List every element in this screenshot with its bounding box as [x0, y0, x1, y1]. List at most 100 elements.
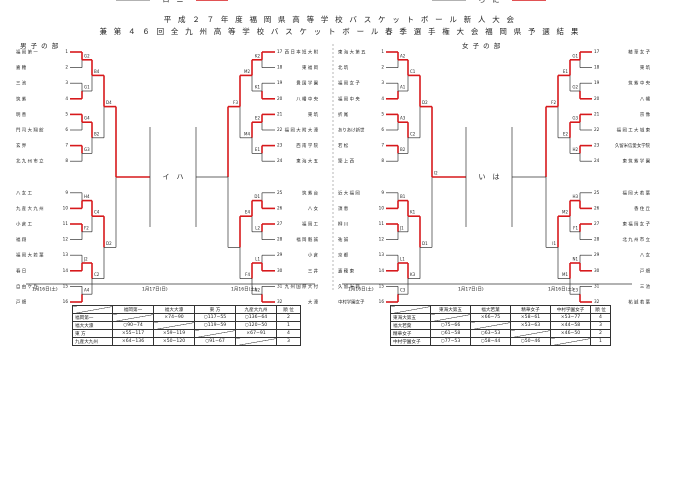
team-name: 八 女 — [308, 205, 319, 212]
document-subtitle: 兼 第 ４ ６ 回 全 九 州 高 等 学 校 バ ス ケ ッ ト ボ ー ル … — [99, 27, 581, 36]
team-name: 大 濠 — [308, 299, 319, 306]
team-name: 北 筑 — [338, 64, 349, 71]
team-name: 近 大 福 岡 — [338, 189, 360, 196]
seed-number: 25 — [594, 190, 600, 195]
team-name: 中村学園女子 — [338, 299, 365, 306]
score-cell — [510, 329, 551, 338]
rank-cell: 3 — [590, 321, 611, 330]
match-code: E3 — [573, 288, 579, 293]
seed-number: 9 — [381, 190, 384, 195]
seed-number: 16 — [379, 299, 385, 304]
team-name: 若 松 — [338, 142, 349, 149]
seed-number: 24 — [594, 158, 600, 163]
match-code: G2 — [84, 53, 90, 58]
seed-number: 29 — [594, 252, 600, 257]
match-code: I1 — [552, 241, 556, 246]
seed-number: 32 — [277, 299, 283, 304]
score-cell: ×74−90 — [153, 313, 195, 322]
seed-number: 23 — [594, 143, 600, 148]
seed-number: 20 — [277, 96, 283, 101]
center-letter: イ — [163, 173, 170, 181]
match-code: K1 — [410, 210, 416, 215]
team-name: 福 岡 工 — [302, 221, 319, 228]
match-code: L2 — [255, 225, 260, 230]
match-code: A3 — [400, 116, 406, 121]
team-name: 八 幡 中 央 — [296, 95, 318, 102]
rank-cell: 4 — [590, 313, 611, 322]
team-name: 筑 紫 — [16, 95, 27, 102]
match-code: C3 — [400, 288, 406, 293]
team-name: 須 恵 — [338, 205, 349, 212]
seed-number: 12 — [379, 237, 385, 242]
rank-cell: 4 — [276, 329, 301, 338]
team-name: 福 岡 第 一 — [16, 49, 38, 56]
team-name: 玄 界 — [16, 142, 27, 149]
match-code: A4 — [84, 288, 90, 293]
boys-section-label: 男 子 の 部 — [20, 42, 60, 50]
match-code: E1 — [255, 147, 261, 152]
center-letter: に — [493, 0, 500, 4]
boys-results-table: 福岡第一福大大濠東 方九産大九州順 位福岡第一×74−90○117−55○136… — [72, 305, 301, 346]
match-code: L1 — [400, 257, 405, 262]
match-code: D1 — [422, 241, 428, 246]
seed-number: 11 — [63, 221, 69, 226]
seed-number: 26 — [594, 205, 600, 210]
table-header-cell: 精華女子 — [510, 305, 551, 314]
seed-number: 19 — [277, 80, 283, 85]
score-cell: ○90−74 — [112, 321, 154, 330]
date-label: 1月16日(土) — [348, 286, 374, 293]
team-name: 三 井 — [308, 267, 319, 274]
team-name: 柳 川 — [338, 221, 348, 228]
team-name: 筑 紫 台 — [302, 189, 319, 196]
score-cell: ○61−58 — [430, 329, 471, 338]
score-cell: ×50−120 — [153, 337, 195, 346]
score-cell: ○91−67 — [194, 337, 236, 346]
team-name: 九 産 大 九 州 — [16, 205, 44, 212]
team-name: 八 幡 — [640, 95, 651, 102]
match-code: D2 — [106, 241, 112, 246]
seed-number: 14 — [379, 268, 385, 273]
seed-number: 31 — [277, 283, 283, 288]
score-cell: ○63−53 — [470, 329, 511, 338]
score-cell: ×64−136 — [112, 337, 154, 346]
seed-number: 29 — [277, 252, 283, 257]
match-code: H4 — [84, 194, 90, 199]
seed-number: 27 — [277, 221, 283, 226]
rank-cell: 3 — [276, 337, 301, 346]
table-header-cell: 中村学園女子 — [550, 305, 591, 314]
score-cell — [430, 313, 471, 322]
center-letter: い — [479, 173, 486, 181]
girls-section-label: 女 子 の 部 — [462, 42, 502, 50]
girls-results-table: 東海大第五福大若葉精華女子中村学園女子順 位東海大第五×66−75×58−61×… — [390, 305, 611, 346]
table-header-cell — [72, 305, 113, 314]
table-header-row: 東海大第五福大若葉精華女子中村学園女子順 位 — [390, 305, 611, 314]
team-name: 折 尾 — [338, 111, 349, 118]
seed-number: 17 — [594, 49, 600, 54]
team-name: 九 州 国 際 大 付 — [285, 283, 319, 290]
table-header-cell — [390, 305, 431, 314]
seed-number: 22 — [594, 127, 600, 132]
match-code: E2 — [255, 116, 261, 121]
match-code: M2 — [244, 69, 250, 74]
score-cell: ○77−53 — [430, 337, 471, 346]
match-code: C2 — [410, 131, 416, 136]
match-code: B2 — [400, 147, 406, 152]
match-code: F4 — [245, 272, 250, 277]
score-cell: ×53−63 — [510, 321, 551, 330]
rank-cell: 1 — [276, 321, 301, 330]
team-name: 北 九 州 市 立 — [16, 158, 44, 165]
seed-number: 11 — [379, 221, 385, 226]
match-code: E4 — [245, 210, 251, 215]
match-code: K3 — [410, 272, 416, 277]
team-name-cell: 九産大九州 — [72, 337, 113, 346]
seed-number: 30 — [594, 268, 600, 273]
seed-number: 26 — [277, 205, 283, 210]
score-cell: ×66−75 — [470, 313, 511, 322]
score-cell: ○50−46 — [510, 337, 551, 346]
seed-number: 7 — [65, 143, 68, 148]
team-name: 豊 国 学 園 — [296, 80, 318, 87]
match-code: C1 — [410, 69, 416, 74]
